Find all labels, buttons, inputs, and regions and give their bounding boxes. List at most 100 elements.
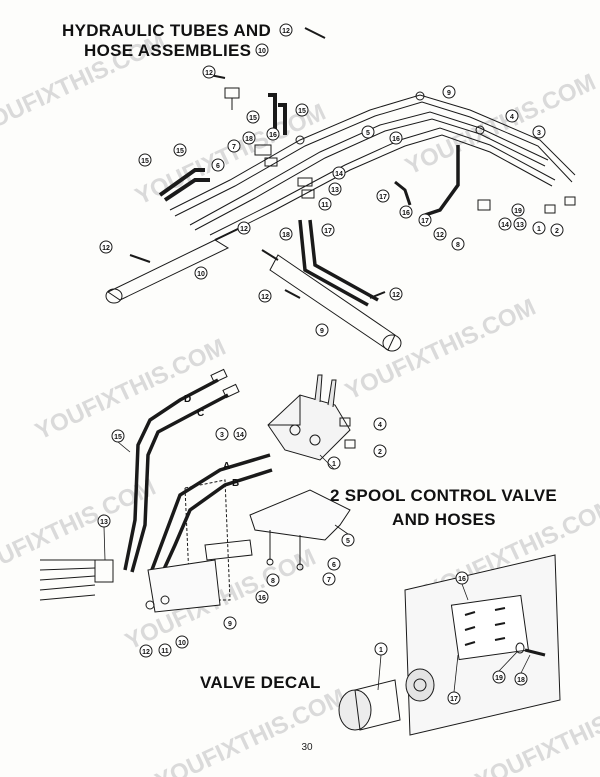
- bracket-lower: [147, 559, 221, 613]
- tube-line: [214, 134, 553, 241]
- callout: 13: [513, 217, 527, 231]
- decal: [450, 594, 529, 661]
- spacer-tube: [204, 539, 253, 561]
- svg-text:17: 17: [421, 218, 429, 225]
- callout: 2: [550, 223, 564, 237]
- callout: 3: [215, 427, 229, 441]
- hose-letter-b: B: [232, 478, 239, 489]
- svg-text:1: 1: [332, 461, 336, 468]
- callout: 4: [505, 109, 519, 123]
- callout: 9: [223, 616, 237, 630]
- callout: 5: [361, 125, 375, 139]
- valve-handle: [314, 374, 323, 403]
- callout: 2: [373, 444, 387, 458]
- callout: 6: [327, 557, 341, 571]
- hose-d: [123, 378, 219, 571]
- svg-text:12: 12: [392, 292, 400, 299]
- svg-text:16: 16: [458, 576, 466, 583]
- callout: 17: [447, 691, 461, 705]
- callout: 11: [158, 643, 172, 657]
- svg-text:1: 1: [537, 226, 541, 233]
- callout: 16: [389, 131, 403, 145]
- svg-text:15: 15: [298, 108, 306, 115]
- callout: 8: [451, 237, 465, 251]
- callout: 18: [242, 131, 256, 145]
- callout: 11: [318, 197, 332, 211]
- callout: 16: [455, 571, 469, 585]
- svg-text:17: 17: [324, 228, 332, 235]
- hose: [298, 219, 369, 307]
- bracket: [224, 87, 240, 99]
- valve-port: [309, 434, 321, 446]
- leader-lines: [103, 441, 531, 693]
- decal-symbols: [464, 607, 506, 646]
- cylinder-rod: [214, 227, 241, 241]
- callout: 7: [227, 139, 241, 153]
- washer: [145, 600, 155, 610]
- valve-port: [289, 424, 301, 436]
- bolt: [304, 27, 326, 39]
- callout: 14: [498, 217, 512, 231]
- callout: 3: [532, 125, 546, 139]
- mount-plate: [249, 489, 351, 541]
- screw: [524, 648, 546, 657]
- valve-housing: [354, 679, 401, 731]
- callout: 19: [511, 203, 525, 217]
- callout: 13: [328, 182, 342, 196]
- svg-text:12: 12: [261, 294, 269, 301]
- svg-text:10: 10: [197, 271, 205, 278]
- svg-text:17: 17: [379, 194, 387, 201]
- hose: [394, 180, 412, 206]
- callout: 14: [332, 166, 346, 180]
- hose: [163, 178, 210, 202]
- svg-text:14: 14: [335, 171, 343, 178]
- callout: 15: [173, 143, 187, 157]
- cylinder-left: [106, 239, 230, 301]
- svg-text:6: 6: [216, 163, 220, 170]
- hose-letter-c: C: [197, 408, 204, 419]
- svg-text:9: 9: [320, 328, 324, 335]
- control-valve-section: [39, 368, 356, 613]
- callout: 16: [399, 205, 413, 219]
- callout: 14: [233, 427, 247, 441]
- tube-line: [174, 101, 573, 217]
- hose-letter-a: A: [223, 461, 230, 472]
- hydraulic-tubes-section: [105, 27, 576, 352]
- svg-text:16: 16: [402, 210, 410, 217]
- cylinder-rod: [261, 249, 279, 261]
- heading-hydraulic-tubes-line2: HOSE ASSEMBLIES: [84, 41, 252, 60]
- hose-fitting: [210, 368, 228, 384]
- watermark-text: YOUFIXTHIS.COM: [341, 294, 540, 406]
- svg-text:3: 3: [537, 130, 541, 137]
- callout: 18: [279, 227, 293, 241]
- watermark-text: YOUFIXTHIS.COM: [401, 69, 600, 181]
- fitting-block: [477, 199, 491, 211]
- callout: 4: [373, 417, 387, 431]
- svg-text:19: 19: [495, 675, 503, 682]
- heading-hydraulic-tubes-line1: HYDRAULIC TUBES AND: [62, 21, 272, 40]
- heading-control-valve-line1: 2 SPOOL CONTROL VALVE: [330, 486, 558, 505]
- callout: 8: [266, 573, 280, 587]
- heading-control-valve-line2: AND HOSES: [392, 510, 496, 529]
- valve-handle: [327, 379, 337, 408]
- callout: 9: [442, 85, 456, 99]
- svg-text:12: 12: [436, 232, 444, 239]
- svg-text:2: 2: [378, 449, 382, 456]
- hose-b: [158, 468, 273, 579]
- svg-text:18: 18: [245, 136, 253, 143]
- hose: [158, 168, 205, 197]
- tube-line: [189, 111, 549, 226]
- valve-edge: [268, 395, 301, 426]
- callout: 10: [175, 635, 189, 649]
- washer: [515, 642, 525, 654]
- svg-text:15: 15: [176, 148, 184, 155]
- fitting: [415, 91, 425, 101]
- callout: 12: [99, 240, 113, 254]
- svg-text:7: 7: [232, 144, 236, 151]
- callout: 16: [266, 127, 280, 141]
- callout: 12: [258, 289, 272, 303]
- callout: 17: [321, 223, 335, 237]
- washer: [160, 595, 170, 605]
